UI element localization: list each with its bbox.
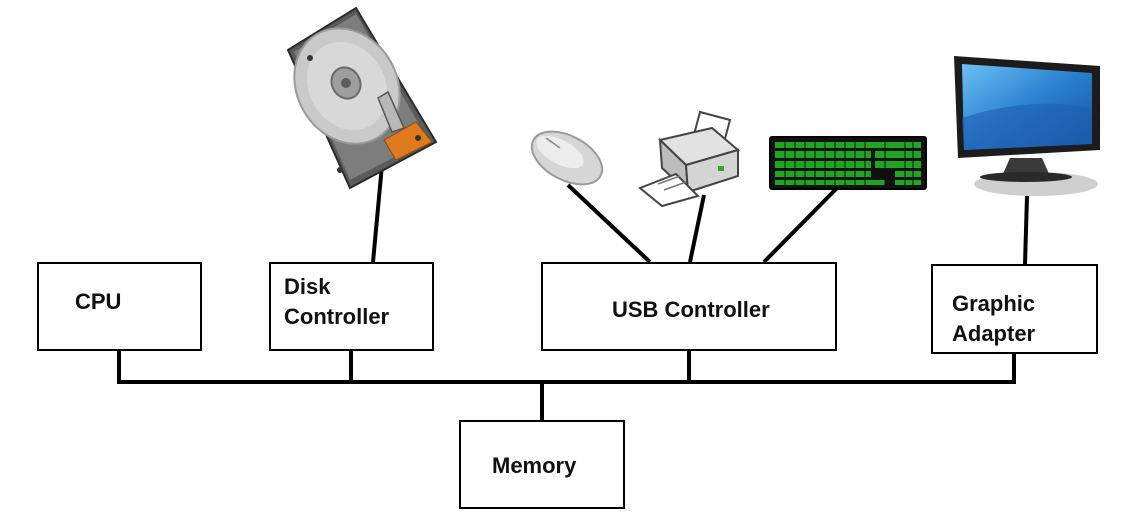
memory-label: Memory	[492, 453, 577, 478]
mouse-connection-line	[566, 183, 652, 264]
disk-controller-box: Disk Controller	[269, 262, 434, 351]
device-connections	[371, 164, 1029, 265]
hard-disk-icon	[286, 6, 438, 190]
printer-icon	[638, 110, 741, 208]
graphic-adapter-box: Graphic Adapter	[931, 264, 1098, 354]
disk-connection-line	[371, 164, 384, 263]
monitor-connection-line	[1023, 195, 1029, 265]
system-bus	[117, 350, 1016, 420]
printer-connection-line	[688, 194, 706, 263]
keyboard-icon	[769, 136, 927, 190]
disk-controller-label-line2: Controller	[284, 304, 390, 329]
usb-controller-label: USB Controller	[612, 297, 770, 322]
graphic-adapter-label-line2: Adapter	[952, 321, 1036, 346]
cpu-label: CPU	[75, 289, 121, 314]
mouse-icon	[530, 130, 604, 186]
keyboard-connection-line	[762, 186, 839, 264]
usb-controller-box: USB Controller	[541, 262, 837, 351]
graphic-adapter-label-line1: Graphic	[952, 291, 1035, 316]
memory-box: Memory	[459, 420, 625, 509]
cpu-box: CPU	[37, 262, 202, 351]
disk-controller-label-line1: Disk	[284, 274, 331, 299]
monitor-icon	[954, 56, 1100, 196]
